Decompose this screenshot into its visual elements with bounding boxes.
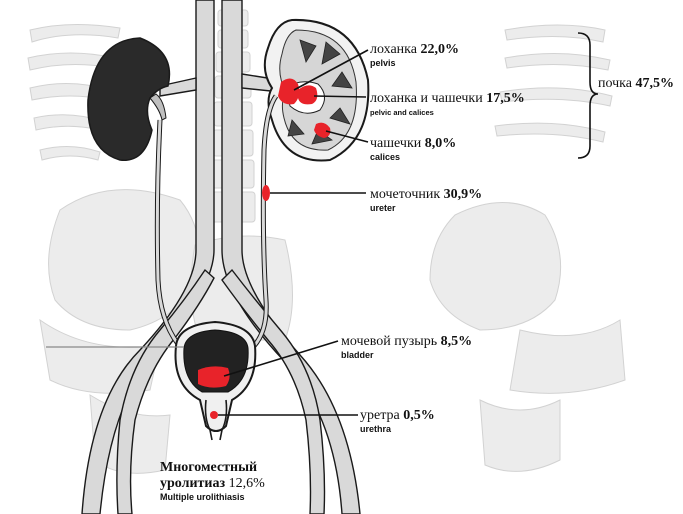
label-kidney: почка 47,5%	[598, 74, 674, 92]
label-multiple: Многоместный уролитиаз 12,6% Multiple ur…	[160, 460, 265, 503]
stone-ureter	[262, 185, 270, 201]
stone-urethra	[210, 411, 218, 419]
ribs-right	[495, 25, 612, 142]
stone-bladder	[198, 366, 230, 387]
label-urethra: уретра 0,5% urethra	[360, 406, 435, 435]
label-calices: чашечки 8,0% calices	[370, 134, 456, 163]
label-bladder: мочевой пузырь 8,5% bladder	[341, 332, 472, 361]
label-pelvis: лоханка 22,0% pelvis	[370, 40, 459, 69]
label-ureter: мочеточник 30,9% ureter	[370, 185, 482, 214]
leader-pelvic-calices	[314, 96, 366, 97]
stone-pelvis	[278, 78, 299, 104]
label-pelvic-calices: лоханка и чашечки 17,5% pelvic and calic…	[370, 89, 525, 118]
stone-pelvic-calices	[298, 85, 317, 104]
